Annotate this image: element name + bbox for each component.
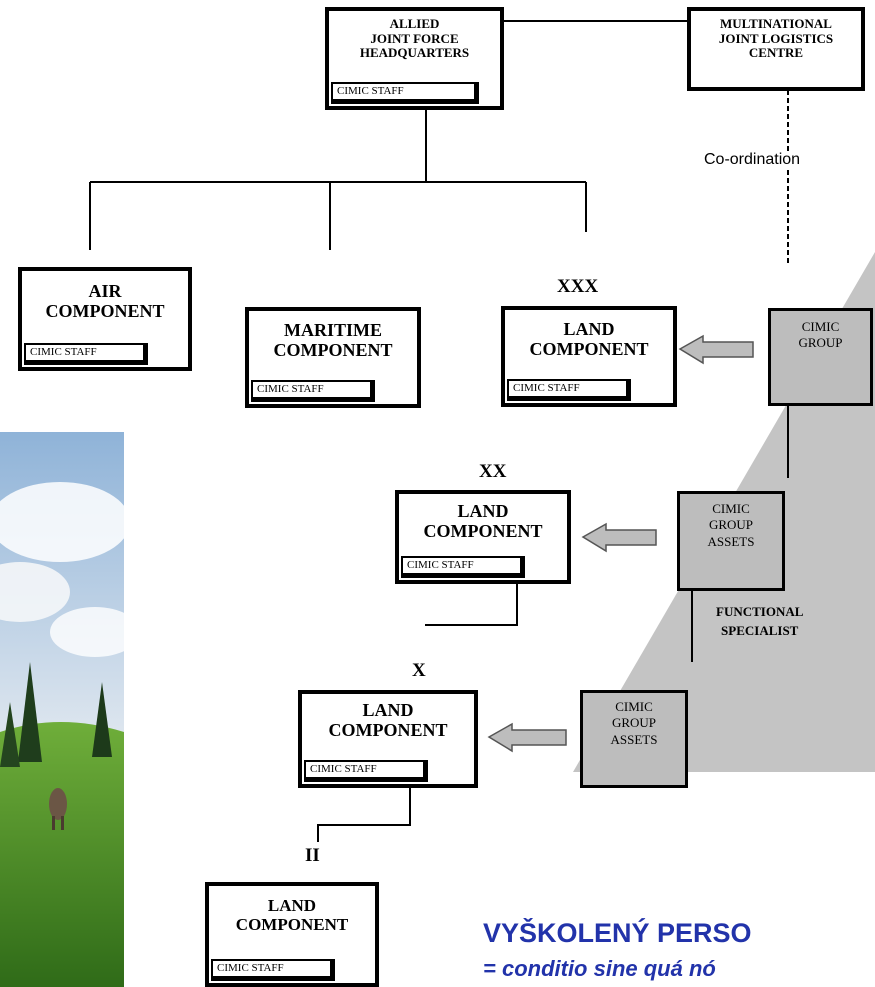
air-component-box: AIR COMPONENT CIMIC STAFF (18, 267, 192, 371)
ajfhq-line-3: HEADQUARTERS (359, 45, 470, 61)
land-ii-cimic-staff: CIMIC STAFF (211, 959, 335, 981)
arrow-x (487, 722, 567, 753)
maritime-component-box: MARITIME COMPONENT CIMIC STAFF (245, 307, 421, 408)
functional-line-1: FUNCTIONAL (716, 604, 804, 619)
air-cimic-staff: CIMIC STAFF (24, 343, 148, 365)
echelon-ii: II (305, 845, 320, 866)
echelon-x: X (412, 660, 426, 681)
land-component-x-box: LAND COMPONENT CIMIC STAFF (298, 690, 478, 788)
caption-subline: = conditio sine quá nó (483, 956, 716, 981)
land-ii-line-2: COMPONENT (235, 915, 349, 935)
air-line-1: AIR (88, 281, 122, 301)
cimic-group-assets-lower-box: CIMIC GROUP ASSETS (580, 690, 688, 788)
xx-branch-line (425, 582, 518, 626)
land-ii-line-1: LAND (267, 896, 317, 915)
mjlc-line-3: CENTRE (748, 45, 804, 61)
assets-upper-line-2: GROUP (708, 517, 754, 533)
land-x-line-1: LAND (362, 700, 414, 720)
land-x-cimic-staff: CIMIC STAFF (304, 760, 428, 782)
coordination-label: Co-ordination (704, 151, 801, 169)
arrow-xx (581, 522, 657, 553)
land-xxx-line-2: COMPONENT (529, 339, 649, 360)
assets-lower-line-3: ASSETS (610, 731, 658, 747)
land-xxx-cimic-staff: CIMIC STAFF (507, 379, 631, 401)
land-component-xx-box: LAND COMPONENT CIMIC STAFF (395, 490, 571, 584)
assets-lower-line-1: CIMIC (615, 699, 653, 714)
mjlc-line-2: JOINT LOGISTICS (718, 30, 834, 46)
maritime-cimic-staff: CIMIC STAFF (251, 380, 375, 402)
land-xx-line-1: LAND (457, 501, 509, 521)
cimic-group-line-2: GROUP (798, 335, 843, 351)
ajfhq-cimic-staff: CIMIC STAFF (331, 82, 479, 104)
ajfhq-line-2: JOINT FORCE (370, 30, 459, 46)
mjlc-box: MULTINATIONAL JOINT LOGISTICS CENTRE (687, 7, 865, 91)
land-xx-cimic-staff: CIMIC STAFF (401, 556, 525, 578)
land-xxx-line-1: LAND (563, 319, 615, 339)
echelon-xx: XX (479, 461, 507, 482)
landscape-photo (0, 432, 124, 987)
assets-upper-line-3: ASSETS (707, 533, 755, 549)
land-component-xxx-box: LAND COMPONENT CIMIC STAFF (501, 306, 677, 407)
echelon-xxx: XXX (557, 276, 599, 297)
land-component-ii-box: LAND COMPONENT CIMIC STAFF (205, 882, 379, 987)
cimic-group-line-1: CIMIC (801, 319, 840, 334)
mjlc-line-1: MULTINATIONAL (720, 16, 832, 31)
land-xx-line-2: COMPONENT (423, 521, 543, 542)
caption-headline: VYŠKOLENÝ PERSO (483, 918, 752, 948)
cimic-group-box: CIMIC GROUP (768, 308, 873, 406)
functional-line-2: SPECIALIST (721, 622, 799, 638)
assets-upper-line-1: CIMIC (712, 501, 750, 516)
cimic-group-assets-upper-box: CIMIC GROUP ASSETS (677, 491, 785, 591)
land-x-line-2: COMPONENT (328, 720, 448, 741)
allied-jfhq-box: ALLIED JOINT FORCE HEADQUARTERS CIMIC ST… (325, 7, 504, 110)
air-line-2: COMPONENT (45, 301, 165, 322)
ajfhq-line-1: ALLIED (389, 16, 440, 31)
maritime-line-2: COMPONENT (273, 340, 393, 361)
x-to-ii-line (317, 786, 411, 842)
arrow-xxx (678, 334, 754, 365)
functional-specialist-label: FUNCTIONAL SPECIALIST (716, 603, 803, 641)
maritime-line-1: MARITIME (284, 320, 382, 340)
assets-lower-line-2: GROUP (611, 715, 657, 731)
